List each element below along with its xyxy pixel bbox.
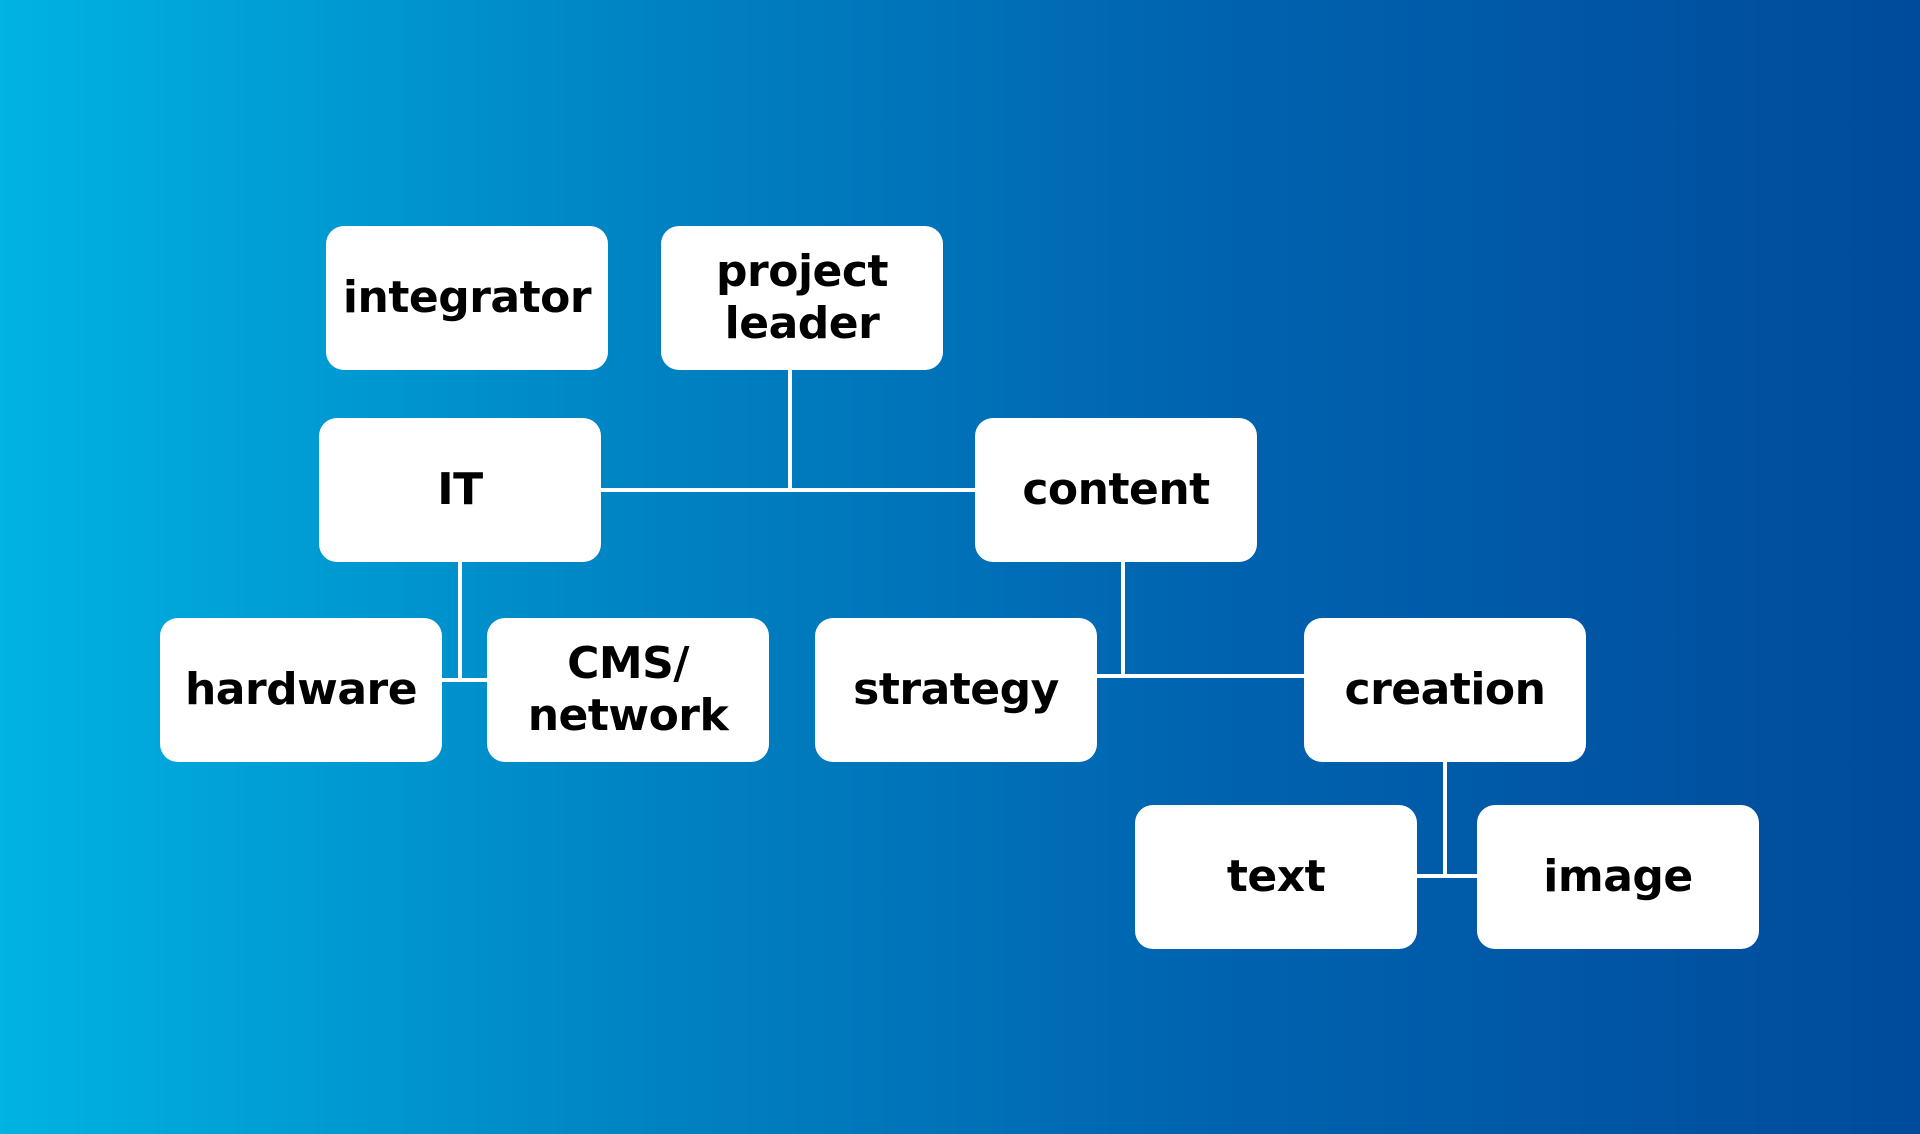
node-label: strategy (853, 664, 1059, 715)
node-content: content (975, 418, 1257, 562)
node-project-leader: project leader (661, 226, 943, 370)
node-label: creation (1344, 664, 1546, 715)
node-label: content (1022, 464, 1210, 515)
node-image: image (1477, 805, 1759, 949)
node-integrator: integrator (326, 226, 608, 370)
node-label: project leader (716, 246, 888, 349)
node-strategy: strategy (815, 618, 1097, 762)
node-label: CMS/ network (527, 638, 729, 741)
node-label: image (1543, 851, 1693, 902)
node-label: IT (437, 464, 483, 515)
node-text: text (1135, 805, 1417, 949)
node-hardware: hardware (160, 618, 442, 762)
node-label: integrator (342, 272, 592, 323)
node-it: IT (319, 418, 601, 562)
node-label: text (1226, 851, 1326, 902)
node-label: hardware (184, 664, 418, 715)
node-creation: creation (1304, 618, 1586, 762)
node-cms-network: CMS/ network (487, 618, 769, 762)
